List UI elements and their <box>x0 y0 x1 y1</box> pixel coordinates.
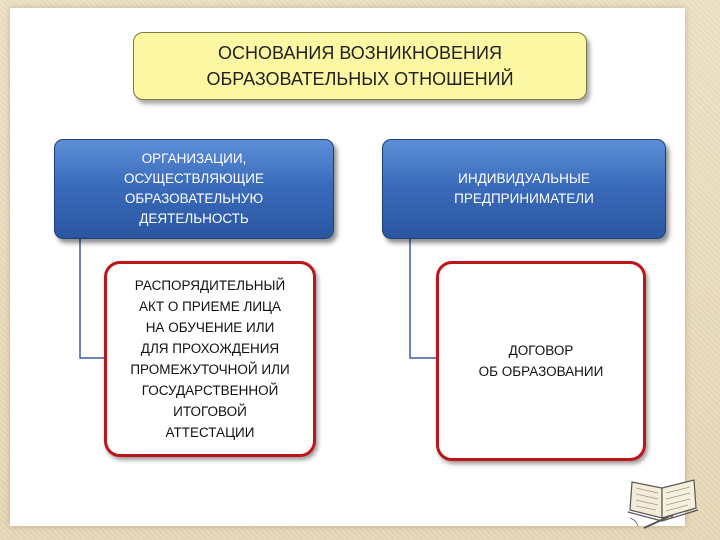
administrative-act-line: РАСПОРЯДИТЕЛЬНЫЙ <box>134 278 286 293</box>
education-contract-box: ДОГОВОР ОБ ОБРАЗОВАНИИ <box>436 261 646 461</box>
title-line: ОСНОВАНИЯ ВОЗНИКНОВЕНИЯ <box>217 43 502 63</box>
administrative-act-line: ПРОМЕЖУТОЧНОЙ ИЛИ <box>130 362 290 377</box>
open-book-icon <box>627 479 699 529</box>
administrative-act-line: ГОСУДАРСТВЕННОЙ <box>141 383 279 398</box>
title-line: ОБРАЗОВАТЕЛЬНЫХ ОТНОШЕНИЙ <box>206 69 514 89</box>
administrative-act-box: РАСПОРЯДИТЕЛЬНЫЙ АКТ О ПРИЕМЕ ЛИЦА НА ОБ… <box>104 261 316 457</box>
diagram-title: ОСНОВАНИЯ ВОЗНИКНОВЕНИЯ ОБРАЗОВАТЕЛЬНЫХ … <box>133 32 587 100</box>
administrative-act-line: ДЛЯ ПРОХОЖДЕНИЯ <box>140 341 280 356</box>
organizations-line: ОРГАНИЗАЦИИ, <box>141 151 247 166</box>
entrepreneurs-line: ИНДИВИДУАЛЬНЫЕ <box>458 171 590 186</box>
entrepreneurs-line: ПРЕДПРИНИМАТЕЛИ <box>454 191 594 206</box>
education-contract-line: ДОГОВОР <box>508 343 574 358</box>
entrepreneurs-box: ИНДИВИДУАЛЬНЫЕ ПРЕДПРИНИМАТЕЛИ <box>382 139 666 239</box>
left-connector <box>79 237 104 359</box>
organizations-line: ОБРАЗОВАТЕЛЬНУЮ <box>124 191 264 206</box>
administrative-act-line: НА ОБУЧЕНИЕ ИЛИ <box>145 320 275 335</box>
organizations-line: ОСУЩЕСТВЛЯЮЩИЕ <box>123 171 265 186</box>
administrative-act-line: АКТ О ПРИЕМЕ ЛИЦА <box>138 299 282 314</box>
organizations-line: ДЕЯТЕЛЬНОСТЬ <box>139 211 249 226</box>
administrative-act-line: ИТОГОВОЙ <box>173 404 247 419</box>
organizations-box: ОРГАНИЗАЦИИ, ОСУЩЕСТВЛЯЮЩИЕ ОБРАЗОВАТЕЛЬ… <box>54 139 334 239</box>
education-contract-line: ОБ ОБРАЗОВАНИИ <box>478 364 604 379</box>
right-connector <box>409 237 436 359</box>
administrative-act-line: АТТЕСТАЦИИ <box>165 425 255 440</box>
